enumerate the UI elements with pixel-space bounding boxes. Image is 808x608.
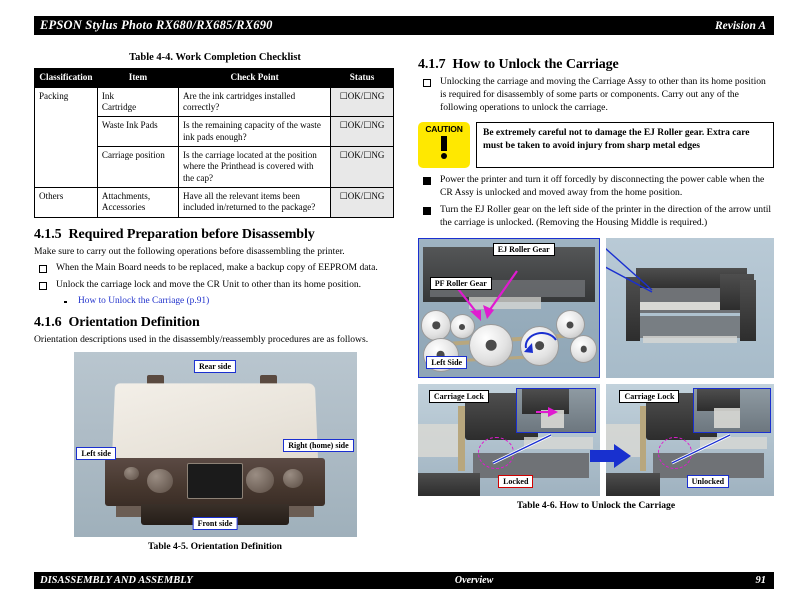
- section-417-bullets: Power the printer and turn it off forced…: [418, 174, 774, 230]
- footer-chapter-title: DISASSEMBLY AND ASSEMBLY: [40, 575, 193, 586]
- table-header-row: Classification Item Check Point Status: [34, 68, 394, 88]
- column-header-status: Status: [330, 68, 394, 88]
- label-ej-roller-gear: EJ Roller Gear: [492, 242, 555, 256]
- caution-warning-icon: CAUTION: [418, 121, 470, 168]
- cell-checkpoint-waste-ink-pads: Is the remaining capacity of the waste i…: [177, 116, 332, 147]
- printer-button-power: [124, 467, 139, 481]
- label-right-home-side: Right (home) side: [283, 439, 354, 453]
- printer-lcd-screen: [186, 463, 244, 499]
- table-row: Packing Ink Cartridge Are the ink cartri…: [34, 86, 394, 189]
- table-44-caption: Table 4-4. Work Completion Checklist: [129, 52, 301, 63]
- list-item: Turn the EJ Roller gear on the left side…: [418, 204, 774, 230]
- table-row: Others Attachments, Accessories Have all…: [34, 187, 394, 218]
- list-item: Power the printer and turn it off forced…: [418, 174, 774, 200]
- section-415-sublist: How to Unlock the Carriage (p.91): [34, 296, 396, 306]
- item-line-2: Cartridge: [101, 101, 137, 112]
- section-415-checklist: When the Main Board needs to be replaced…: [34, 262, 396, 292]
- label-left-side: Left side: [76, 446, 116, 460]
- arrow-to-ej-roller-gear: [473, 269, 525, 325]
- column-header-check-point: Check Point: [177, 68, 332, 88]
- carriage-lock-inset-locked: [516, 388, 597, 433]
- how-to-unlock-carriage-figure: EJ Roller Gear PF Roller Gear Left Side: [418, 237, 774, 496]
- section-416-intro: Orientation descriptions used in the dis…: [34, 333, 369, 345]
- section-number-415: 4.1.5: [34, 226, 62, 242]
- cell-classification-others: Others: [34, 187, 98, 218]
- cell-checkpoint-ink-cartridge: Are the ink cartridges installed correct…: [177, 86, 332, 118]
- cell-checkpoint-attachments: Have all the relevant items been include…: [177, 187, 332, 218]
- gear-rotation-arrow: [522, 332, 562, 358]
- printer-button-right: [282, 469, 303, 488]
- label-carriage-lock-locked: Carriage Lock: [428, 390, 489, 404]
- column-header-item: Item: [96, 68, 180, 88]
- work-completion-checklist-table: Classification Item Check Point Status P…: [34, 68, 394, 218]
- section-title-415: Required Preparation before Disassembly: [68, 226, 315, 242]
- callout-lines: [606, 247, 653, 293]
- cell-status-attachments[interactable]: ☐OK/☐NG: [330, 187, 394, 218]
- caution-box: CAUTION Be extremely careful not to dama…: [418, 121, 774, 168]
- label-locked: Locked: [498, 475, 534, 489]
- section-heading-416: 4.1.6 Orientation Definition: [34, 315, 396, 331]
- label-front-side: Front side: [192, 517, 238, 531]
- section-title-416: Orientation Definition: [68, 314, 200, 330]
- cell-status-waste-ink-pads[interactable]: ☐OK/☐NG: [330, 116, 394, 147]
- gear-mechanism-photo: EJ Roller Gear PF Roller Gear Left Side: [418, 237, 600, 378]
- section-heading-415: 4.1.5 Required Preparation before Disasse…: [34, 227, 396, 243]
- document-title: EPSON Stylus Photo RX680/RX685/RX690: [40, 18, 273, 32]
- cell-item-waste-ink-pads: Waste Ink Pads: [96, 116, 180, 147]
- page-footer: DISASSEMBLY AND ASSEMBLY Overview 91: [34, 572, 774, 589]
- printer-mechanism-photo: [606, 237, 774, 378]
- footer-section-title: Overview: [454, 575, 494, 586]
- cell-item-carriage-position: Carriage position: [96, 145, 180, 189]
- cell-classification-packing: Packing: [34, 86, 98, 189]
- figure-46-caption: Table 4-6. How to Unlock the Carriage: [516, 499, 676, 511]
- table-row: Carriage position Is the carriage locate…: [35, 145, 394, 189]
- footer-page-number: 91: [755, 575, 767, 586]
- list-item: How to Unlock the Carriage (p.91): [34, 296, 396, 306]
- label-unlocked: Unlocked: [686, 475, 730, 489]
- cell-checkpoint-carriage-position: Is the carriage located at the position …: [177, 145, 332, 189]
- label-left-side: Left Side: [426, 355, 468, 369]
- carriage-unlocked-photo: Carriage Lock Unlocked: [606, 383, 774, 496]
- inset-connector-line: [671, 433, 731, 465]
- printer-output-tray: [141, 504, 289, 525]
- cell-status-ink-cartridge[interactable]: ☐OK/☐NG: [330, 86, 394, 118]
- figure-45-caption: Table 4-5. Orientation Definition: [148, 541, 282, 553]
- inset-connector-line: [492, 433, 552, 465]
- gear-small-5: [570, 335, 598, 363]
- section-number-417: 4.1.7: [418, 57, 446, 72]
- right-column: 4.1.7 How to Unlock the Carriage Unlockin…: [418, 48, 774, 511]
- gear-pf-roller: [469, 324, 513, 367]
- label-carriage-lock-unlocked: Carriage Lock: [619, 390, 680, 404]
- transition-arrow-icon: [590, 443, 632, 474]
- printer-dial-left: [147, 469, 173, 494]
- caution-text: Be extremely careful not to damage the E…: [476, 121, 774, 168]
- column-header-classification: Classification: [34, 68, 98, 88]
- item-line-1: Ink: [101, 90, 114, 101]
- section-415-intro: Make sure to carry out the following ope…: [34, 245, 345, 257]
- gear-small-1: [420, 310, 452, 341]
- section-heading-417: 4.1.7 How to Unlock the Carriage: [418, 57, 774, 73]
- page-header: EPSON Stylus Photo RX680/RX685/RX690 Rev…: [34, 16, 774, 35]
- revision-label: Revision A: [714, 19, 766, 32]
- list-item: Unlock the carriage lock and move the CR…: [34, 279, 396, 292]
- cell-item-ink-cartridge: Ink Cartridge: [96, 86, 180, 118]
- cell-status-carriage-position[interactable]: ☐OK/☐NG: [330, 145, 394, 189]
- caution-label: CAUTION: [425, 123, 463, 134]
- list-item: Unlocking the carriage and moving the Ca…: [418, 76, 774, 115]
- carriage-locked-photo: Carriage Lock Locked: [418, 383, 600, 496]
- printer-dial-right: [246, 467, 275, 494]
- exclamation-bar-icon: [441, 135, 447, 151]
- exclamation-dot-icon: [441, 153, 447, 160]
- orientation-definition-photo: Rear side Left side Right (home) side Fr…: [73, 352, 357, 538]
- section-title-417: How to Unlock the Carriage: [452, 57, 619, 72]
- section-417-intro-list: Unlocking the carriage and moving the Ca…: [418, 76, 774, 115]
- cell-item-attachments: Attachments, Accessories: [96, 187, 180, 218]
- section-number-416: 4.1.6: [34, 314, 62, 330]
- label-rear-side: Rear side: [193, 359, 237, 373]
- link-how-to-unlock-the-carriage[interactable]: How to Unlock the Carriage (p.91): [78, 295, 210, 306]
- left-column: Table 4-4. Work Completion Checklist Cla…: [34, 48, 396, 552]
- list-item: When the Main Board needs to be replaced…: [34, 262, 396, 275]
- label-pf-roller-gear: PF Roller Gear: [429, 277, 492, 291]
- carriage-lock-inset-unlocked: [693, 388, 771, 433]
